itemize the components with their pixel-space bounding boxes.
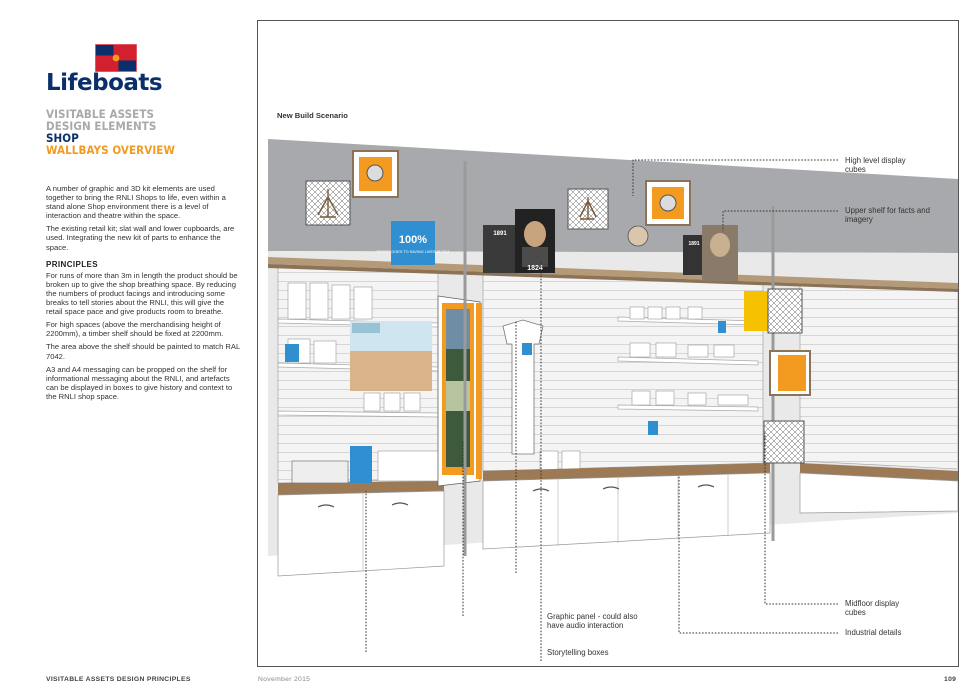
footer-date: November 2015 bbox=[258, 676, 311, 683]
callout-line: have audio interaction bbox=[547, 621, 624, 631]
callout-line: Graphic panel - could also bbox=[547, 612, 638, 621]
callout-storytelling-boxes: Storytelling boxes bbox=[547, 648, 609, 657]
back-wall bbox=[268, 139, 958, 253]
shop-wallbay-illustration: 100% PROFIT GOES TO SAVING LIVES AT SEA … bbox=[268, 139, 958, 661]
principles-paragraph: A3 and A4 messaging can be propped on th… bbox=[46, 364, 233, 401]
centre-blue-tag bbox=[522, 343, 532, 355]
callout-graphic-panel: Graphic panel - could also have audio in… bbox=[547, 612, 638, 630]
principles-heading: PRINCIPLES bbox=[46, 259, 99, 269]
scenario-label: New Build Scenario bbox=[277, 111, 348, 120]
callout-line: Upper shelf for facts and bbox=[845, 206, 930, 215]
footer-title: VISITABLE ASSETS DESIGN PRINCIPLES bbox=[46, 676, 191, 683]
intro-paragraph: A number of graphic and 3D kit elements … bbox=[46, 184, 226, 221]
callout-line: Industrial details bbox=[845, 628, 902, 637]
counter-top-centre bbox=[483, 463, 770, 481]
principles-paragraph: For runs of more than 3m in length the p… bbox=[46, 270, 238, 317]
upper-shelf bbox=[268, 257, 958, 289]
intro-paragraph: The existing retail kit; slat wall and l… bbox=[46, 224, 235, 252]
blue-product-sign bbox=[285, 344, 299, 362]
callout-upper-shelf: Upper shelf for facts and imagery bbox=[845, 206, 930, 224]
panel-year-a: 1891 bbox=[493, 231, 507, 237]
heading-wallbays-overview: WALLBAYS OVERVIEW bbox=[46, 143, 175, 157]
callout-line: Midfloor display bbox=[845, 599, 900, 608]
body-copy: A number of graphic and 3D kit elements … bbox=[46, 184, 242, 405]
principles-paragraph: For high spaces (above the merchandising… bbox=[46, 320, 224, 339]
heading-visitable-assets: VISITABLE ASSETS bbox=[46, 107, 155, 121]
callout-line: imagery bbox=[845, 215, 873, 225]
graphic-panel-column bbox=[437, 295, 482, 487]
section-headings: VISITABLE ASSETS DESIGN ELEMENTS SHOP WA… bbox=[46, 108, 236, 156]
panel-hundred-text: 100% bbox=[399, 234, 427, 246]
counter-top-left bbox=[278, 481, 444, 495]
high-level-cube-2 bbox=[567, 180, 691, 247]
panel-year-c: 1891 bbox=[688, 241, 699, 247]
storytelling-box bbox=[350, 446, 372, 483]
slat-wall-right bbox=[799, 284, 958, 470]
brand-wordmark: Lifeboats bbox=[46, 70, 163, 96]
cabinet-left bbox=[277, 490, 445, 577]
heading-design-elements: DESIGN ELEMENTS bbox=[46, 119, 157, 133]
callout-high-level-cubes: High level display cubes bbox=[845, 156, 906, 174]
callout-industrial-details: Industrial details bbox=[845, 628, 901, 637]
cabinet-right bbox=[799, 472, 958, 514]
panel-profit-text: PROFIT GOES TO SAVING LIVES AT SEA bbox=[376, 250, 449, 254]
callout-line: Storytelling boxes bbox=[547, 648, 609, 657]
portrait-panel-1891: 1891 bbox=[683, 225, 738, 281]
rnli-flag-icon bbox=[95, 44, 137, 72]
high-level-cube-1 bbox=[305, 150, 399, 226]
callout-line: cubes bbox=[845, 608, 866, 618]
cabinet-centre bbox=[482, 472, 771, 550]
centre-bay-products bbox=[539, 306, 749, 472]
photo-panel-left bbox=[350, 321, 432, 391]
panel-year-b: 1824 bbox=[527, 265, 543, 272]
callout-leaders bbox=[365, 159, 838, 661]
portrait-panel-1824: 1891 1824 bbox=[483, 209, 555, 273]
principles-paragraph: The area above the shelf should be paint… bbox=[46, 342, 240, 361]
callout-line: High level display bbox=[845, 156, 906, 165]
centre-blue-tag-2 bbox=[648, 421, 658, 435]
counter-tray bbox=[291, 460, 349, 484]
heading-shop: SHOP bbox=[46, 131, 79, 145]
panel-100-percent: 100% PROFIT GOES TO SAVING LIVES AT SEA bbox=[376, 221, 450, 265]
callout-midfloor-cubes: Midfloor display cubes bbox=[845, 599, 899, 617]
counter-top-right bbox=[800, 463, 958, 481]
clothing-display bbox=[502, 319, 544, 455]
callout-line: cubes bbox=[845, 165, 866, 175]
midfloor-display-cubes bbox=[718, 288, 811, 464]
page-number: 109 bbox=[944, 676, 957, 683]
